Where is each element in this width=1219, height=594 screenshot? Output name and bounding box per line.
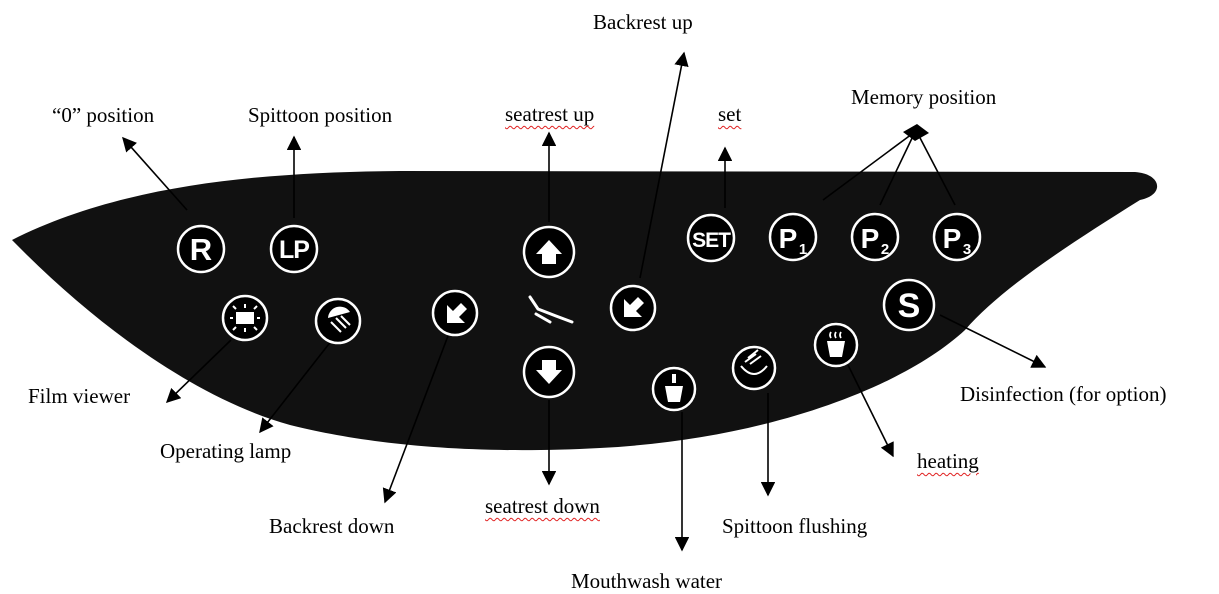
- backrest-up-label: Backrest up: [593, 10, 693, 34]
- backrest-up-button[interactable]: [609, 284, 657, 332]
- arrow-down-left-icon: [447, 303, 467, 323]
- zero-position-button[interactable]: R: [176, 224, 226, 274]
- svg-text:P: P: [943, 223, 962, 254]
- leader-lines: [122, 51, 1047, 552]
- mouthwash-water-button[interactable]: [651, 366, 697, 412]
- mouthwash-water-label: Mouthwash water: [571, 569, 723, 593]
- disinfection-button[interactable]: S: [882, 278, 936, 332]
- dental-chair-icon: [528, 295, 574, 324]
- spittoon-position-button[interactable]: LP: [269, 224, 319, 274]
- cup-fill-icon: [665, 374, 683, 402]
- set-label: set: [718, 102, 742, 126]
- backrest-down-label: Backrest down: [269, 514, 395, 538]
- seatrest-up-label: seatrest up: [505, 102, 595, 126]
- svg-text:1: 1: [799, 241, 807, 258]
- heating-label: heating: [917, 449, 979, 473]
- svg-text:R: R: [190, 232, 212, 267]
- backrest-down-button[interactable]: [431, 289, 479, 337]
- svg-text:3: 3: [963, 241, 971, 258]
- memory-position-pointer: [903, 124, 929, 141]
- memory-p3-button[interactable]: P 3: [932, 212, 982, 262]
- film-viewer-label: Film viewer: [28, 384, 131, 408]
- svg-text:SET: SET: [692, 229, 731, 252]
- operating-lamp-button[interactable]: [314, 297, 362, 345]
- svg-text:P: P: [779, 223, 798, 254]
- svg-text:S: S: [898, 287, 921, 325]
- heating-button[interactable]: [813, 322, 859, 368]
- seatrest-down-label: seatrest down: [485, 494, 600, 518]
- svg-text:P: P: [861, 223, 880, 254]
- zero-position-label: “0” position: [52, 103, 155, 127]
- svg-text:2: 2: [881, 241, 889, 258]
- film-viewer-button[interactable]: [221, 294, 269, 342]
- set-button[interactable]: SET: [686, 213, 736, 263]
- panel-body: [12, 171, 1158, 451]
- spittoon-flushing-label: Spittoon flushing: [722, 514, 868, 538]
- operating-lamp-label: Operating lamp: [160, 439, 292, 463]
- arrow-up-icon: [536, 240, 562, 264]
- svg-text:LP: LP: [279, 236, 309, 264]
- seatrest-up-button[interactable]: [522, 225, 576, 279]
- spittoon-position-label: Spittoon position: [248, 103, 393, 127]
- arrow-up-right-icon: [624, 297, 644, 317]
- memory-position-label: Memory position: [851, 85, 997, 109]
- memory-p1-button[interactable]: P 1: [768, 212, 818, 262]
- seatrest-down-button[interactable]: [522, 345, 576, 399]
- operating-lamp-icon: [328, 306, 351, 333]
- disinfection-label: Disinfection (for option): [960, 382, 1167, 406]
- spittoon-flushing-button[interactable]: [731, 345, 777, 391]
- cup-heating-icon: [827, 331, 845, 357]
- memory-p2-button[interactable]: P 2: [850, 212, 900, 262]
- spittoon-flush-icon: [740, 349, 768, 375]
- film-viewer-icon: [230, 304, 260, 332]
- arrow-down-icon: [536, 360, 562, 384]
